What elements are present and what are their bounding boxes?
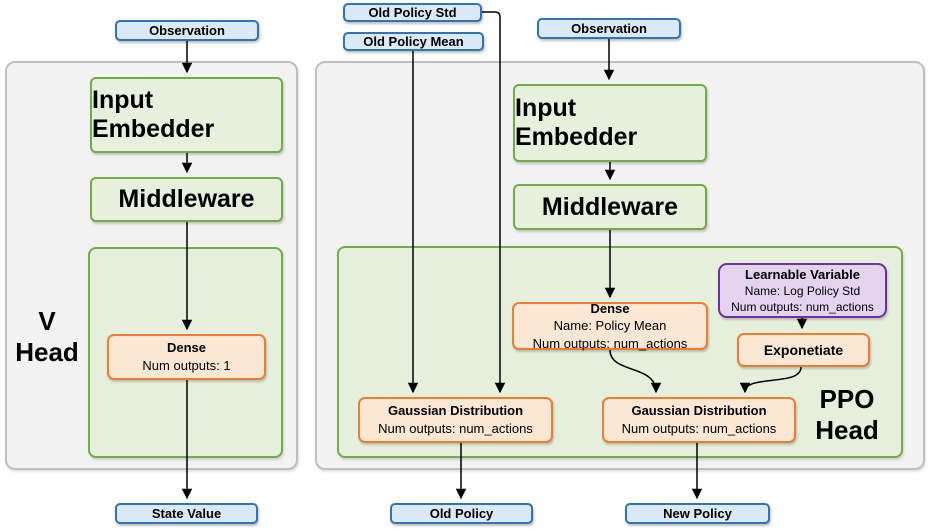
learnable-variable-title: Learnable Variable: [745, 266, 860, 282]
dense-node-policy-mean: Dense Name: Policy Mean Num outputs: num…: [512, 300, 708, 351]
middleware-node-ppo-label: Middleware: [541, 192, 679, 221]
input-embedder-node-ppo-label: Input Embedder: [515, 94, 638, 151]
old-policy-node: Old Policy: [390, 503, 533, 524]
middleware-node-v-label: Middleware: [118, 185, 255, 213]
gaussian-new-num-outputs: Num outputs: num_actions: [621, 421, 777, 436]
old-policy-std-node-label: Old Policy Std: [368, 5, 457, 20]
state-value-node-label: State Value: [151, 506, 222, 521]
learnable-variable-num-outputs: Num outputs: num_actions: [731, 300, 874, 315]
dense-node-policy-mean-num-outputs: Num outputs: num_actions: [532, 335, 688, 351]
exponetiate-node: Exponetiate: [737, 333, 870, 367]
dense-node-v-num-outputs: Num outputs: 1: [142, 358, 231, 373]
old-policy-mean-node-label: Old Policy Mean: [363, 34, 464, 49]
v-head-label-line1: V: [38, 306, 56, 336]
v-head-label-line2: Head: [15, 337, 79, 368]
observation-node-ppo-label: Observation: [571, 21, 647, 36]
exponetiate-node-label: Exponetiate: [763, 341, 844, 358]
learnable-variable-node: Learnable Variable Name: Log Policy Std …: [718, 263, 887, 318]
new-policy-node: New Policy: [625, 503, 770, 524]
dense-node-policy-mean-title: Dense: [590, 300, 630, 316]
state-value-node: State Value: [115, 503, 258, 524]
old-policy-mean-node: Old Policy Mean: [343, 32, 484, 51]
dense-node-v: Dense Num outputs: 1: [107, 334, 266, 380]
input-embedder-node-v-label: Input Embedder: [92, 86, 215, 143]
observation-node-v: Observation: [115, 20, 259, 41]
gaussian-new-title: Gaussian Distribution: [631, 403, 767, 419]
gaussian-distribution-node-old: Gaussian Distribution Num outputs: num_a…: [358, 397, 553, 443]
old-policy-node-label: Old Policy: [429, 506, 494, 521]
gaussian-old-title: Gaussian Distribution: [387, 403, 524, 419]
middleware-node-v: Middleware: [90, 177, 283, 222]
ppo-head-label-line1: PPO: [819, 384, 875, 414]
observation-node-v-label: Observation: [149, 23, 225, 38]
dense-node-policy-mean-name: Name: Policy Mean: [553, 318, 667, 334]
dense-node-v-title: Dense: [166, 340, 207, 356]
new-policy-node-label: New Policy: [663, 506, 732, 521]
old-policy-std-node: Old Policy Std: [343, 3, 482, 22]
observation-node-ppo: Observation: [537, 18, 681, 39]
input-embedder-node-v: Input Embedder: [90, 77, 283, 153]
v-head-label: V Head: [8, 306, 86, 368]
gaussian-distribution-node-new: Gaussian Distribution Num outputs: num_a…: [602, 397, 796, 443]
input-embedder-node-ppo: Input Embedder: [513, 84, 707, 162]
learnable-variable-name: Name: Log Policy Std: [744, 284, 861, 299]
gaussian-old-num-outputs: Num outputs: num_actions: [378, 421, 533, 436]
ppo-head-label-line2: Head: [815, 415, 879, 446]
middleware-node-ppo: Middleware: [513, 184, 707, 230]
ppo-head-label: PPO Head: [800, 384, 894, 446]
